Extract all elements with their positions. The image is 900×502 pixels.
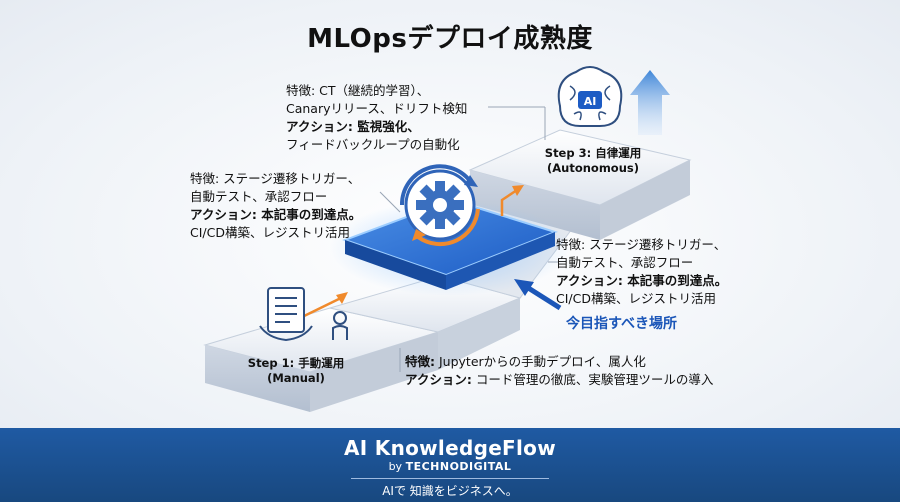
stair-step-3 [468,129,692,240]
step2-right-note: 特徴: ステージ遷移トリガー、 自動テスト、承認フロー アクション: 本記事の到… [556,236,727,308]
step-up-arrow-2 [500,186,521,216]
brain-icon: AI [557,66,623,127]
step2-left-line3: アクション: 本記事の到達点。 [190,207,362,222]
step-up-arrow-2-head [512,185,524,196]
step3-note-line3: アクション: 監視強化、 [286,119,420,134]
page-title: MLOpsデプロイ成熟度 [307,24,593,54]
goal-label: 今目指すべき場所 [566,316,678,332]
footer-company: TECHNODIGITAL [405,460,512,473]
step1-feature: Jupyterからの手動デプロイ、属人化 [435,354,646,369]
step1-name: Step 1: 手動運用 [247,356,345,370]
footer-tagline: AIで 知識をビジネスへ。 [382,484,518,498]
step3-sub: (Autonomous) [547,161,639,175]
step2-right-line2: 自動テスト、承認フロー [556,255,694,270]
step3-label: Step 3: 自律運用 (Autonomous) [528,146,658,176]
document-icon [259,287,313,342]
step3-note-line1: 特徴: CT（継続的学習）、 [286,83,430,98]
growth-arrow-icon [630,70,670,135]
step1-label: Step 1: 手動運用 (Manual) [236,356,356,386]
footer-brand: AI KnowledgeFlow [344,436,556,460]
step2-left-note: 特徴: ステージ遷移トリガー、 自動テスト、承認フロー アクション: 本記事の到… [190,170,361,242]
step2-left-line2: 自動テスト、承認フロー [190,189,328,204]
step1-feature-label: 特徴: [405,354,435,369]
person-icon [332,311,348,340]
footer-divider [351,478,549,479]
gear-icon [399,164,480,247]
goal-pointer-arrow [514,279,562,311]
staircase-illustration: AI [203,66,692,412]
step1-action: コード管理の徹底、実験管理ツールの導入 [471,372,714,387]
footer-byline: by TECHNODIGITAL [0,460,900,473]
footer-by: by [388,460,403,473]
brain-badge: AI [584,95,597,108]
diagram-stage: AI MLOpsデプロイ成熟度 特徴: CT（継続的学習）、 Canaryリリー… [0,0,900,428]
step1-note: 特徴: Jupyterからの手動デプロイ、属人化 アクション: コード管理の徹底… [405,353,713,389]
step3-name: Step 3: 自律運用 [544,146,642,160]
step3-note-line4: フィードバックループの自動化 [286,137,460,152]
step3-note: 特徴: CT（継続的学習）、 Canaryリリース、ドリフト検知 アクション: … [286,82,467,154]
step1-sub: (Manual) [267,371,325,385]
leader-line-step2-left [379,191,401,213]
stair-step-1 [203,307,440,412]
step2-right-line1: 特徴: ステージ遷移トリガー、 [556,237,727,252]
step2-right-line3: アクション: 本記事の到達点。 [556,273,728,288]
step2-left-line4: CI/CD構築、レジストリ活用 [190,225,350,240]
step1-action-label: アクション: [405,372,472,387]
footer-banner: AI KnowledgeFlow by TECHNODIGITAL AIで 知識… [0,428,900,502]
step-up-arrow-1-head [336,292,348,304]
step-up-arrow-1 [299,294,346,320]
step2-right-line4: CI/CD構築、レジストリ活用 [556,291,716,306]
step2-left-line1: 特徴: ステージ遷移トリガー、 [190,171,361,186]
step3-note-line2: Canaryリリース、ドリフト検知 [286,101,468,116]
